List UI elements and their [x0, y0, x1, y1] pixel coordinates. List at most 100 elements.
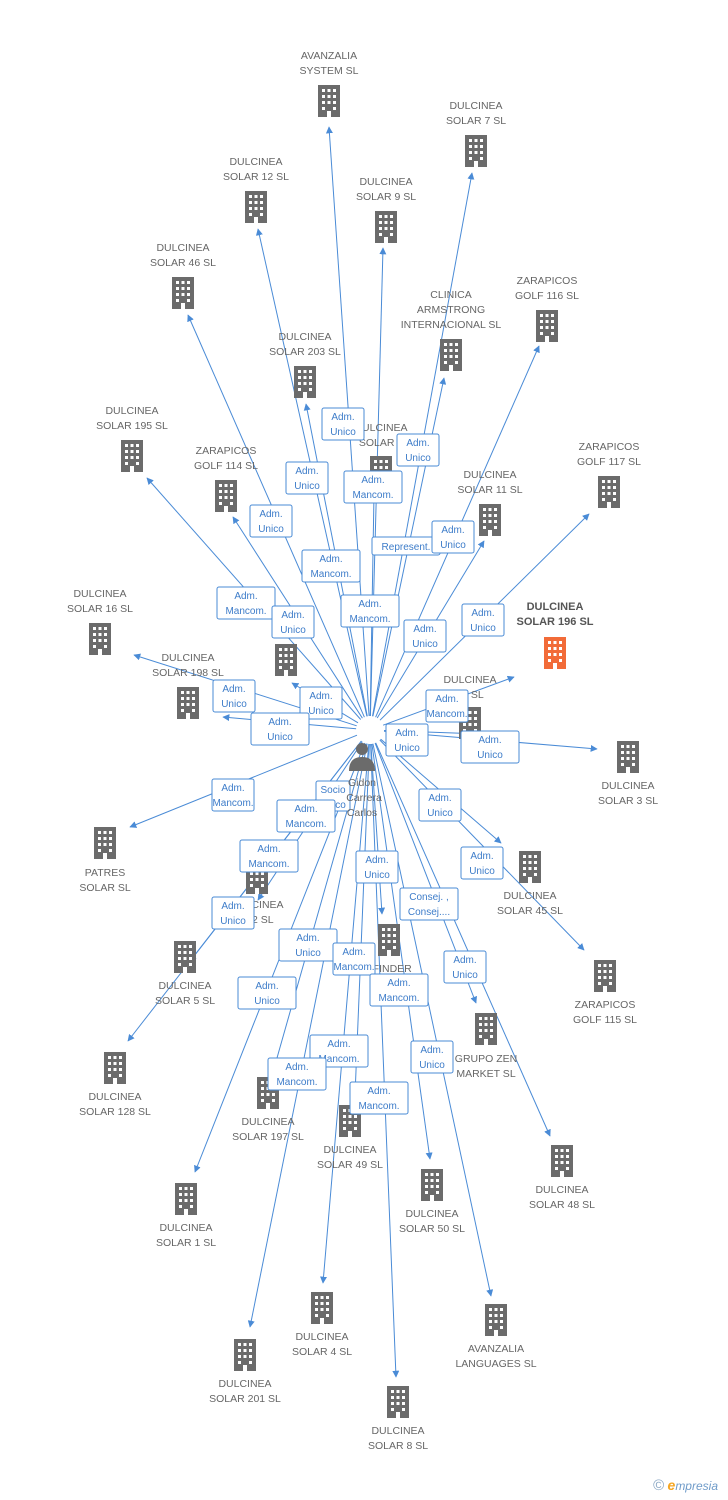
relation-box — [340, 594, 400, 628]
building-icon — [378, 924, 400, 956]
building-icon — [174, 941, 196, 973]
relation-label[interactable]: Adm.Unico — [299, 686, 343, 720]
relation-label[interactable]: Adm.Unico — [355, 850, 399, 884]
relation-label[interactable]: Adm.Mancom. — [301, 549, 361, 583]
relation-text-line: Unico — [221, 699, 247, 710]
relation-label[interactable]: Adm.Unico — [461, 603, 505, 637]
relation-label[interactable]: Adm.Unico — [410, 1040, 454, 1074]
ownership-edge — [320, 743, 370, 1284]
relation-text-line: Adm. — [296, 933, 319, 944]
relation-label[interactable]: Adm.Mancom. — [239, 839, 299, 873]
copyright-symbol: © — [653, 1477, 665, 1494]
building-icon — [617, 741, 639, 773]
relation-box — [403, 619, 447, 653]
relation-label[interactable]: Adm.Unico — [460, 846, 504, 880]
relation-label[interactable]: Adm.Mancom. — [425, 689, 469, 723]
relation-label[interactable]: Adm.Mancom. — [332, 942, 376, 976]
relation-label[interactable]: Adm.Unico — [271, 605, 315, 639]
relation-label[interactable]: Adm.Unico — [443, 950, 487, 984]
relation-label[interactable]: Adm.Unico — [237, 976, 297, 1010]
relation-label[interactable]: Adm.Mancom. — [216, 586, 276, 620]
company-name-line: DULCINEA — [323, 1144, 376, 1156]
company-name-line: GRUPO ZEN — [455, 1053, 517, 1065]
relation-box — [410, 1040, 454, 1074]
relation-text-line: Adm. — [285, 1062, 308, 1073]
relation-label[interactable]: Adm.Unico — [285, 461, 329, 495]
relation-box — [285, 461, 329, 495]
relation-label[interactable]: Adm.Unico — [321, 407, 365, 441]
company-name-line: TFINDER — [366, 963, 412, 975]
building-icon — [294, 366, 316, 398]
relation-label[interactable]: Adm.Unico — [385, 723, 429, 757]
relation-label[interactable]: Adm.Unico — [278, 928, 338, 962]
relation-label[interactable]: Adm.Mancom. — [343, 470, 403, 504]
relation-text-line: Adm. — [255, 981, 278, 992]
relation-label[interactable]: Adm.Mancom. — [211, 778, 255, 812]
relation-box — [418, 788, 462, 822]
relation-label[interactable]: Adm.Unico — [212, 679, 256, 713]
relation-label[interactable]: Adm.Unico — [418, 788, 462, 822]
relation-box — [249, 504, 293, 538]
center-person-node[interactable]: Gidon Carrera Carlos — [346, 743, 382, 819]
relation-label[interactable]: Adm.Unico — [431, 520, 475, 554]
relation-label[interactable]: Adm.Unico — [249, 504, 293, 538]
relation-label[interactable]: Adm.Mancom. — [267, 1057, 327, 1091]
relation-text-line: Adm. — [281, 610, 304, 621]
relation-label[interactable]: Adm.Unico — [250, 712, 310, 746]
ownership-edge — [371, 743, 433, 1160]
relation-text-line: Adm. — [453, 955, 476, 966]
company-name-line: DULCINEA — [156, 242, 209, 254]
company-name-line: DULCINEA — [105, 405, 158, 417]
building-icon — [215, 480, 237, 512]
company-name-line: ZARAPICOS — [579, 441, 640, 453]
relation-label[interactable]: Adm.Unico — [211, 896, 255, 930]
relation-label[interactable]: Consej. ,Consej.... — [399, 887, 459, 921]
building-icon — [121, 440, 143, 472]
relation-label[interactable]: Adm.Mancom. — [340, 594, 400, 628]
relation-text-line: Unico — [220, 916, 246, 927]
relation-label[interactable]: Adm.Mancom. — [276, 799, 336, 833]
relation-label[interactable]: Adm.Unico — [396, 433, 440, 467]
relation-text-line: Consej.... — [408, 907, 450, 918]
relation-box — [385, 723, 429, 757]
relation-label[interactable]: Adm.Unico — [460, 730, 520, 764]
relation-label[interactable]: Adm.Mancom. — [349, 1081, 409, 1115]
company-name-line: DULCINEA — [527, 601, 584, 613]
relation-text-line: Mancom. — [349, 614, 390, 625]
relation-label[interactable]: Represent. — [371, 536, 441, 556]
relation-label[interactable]: Adm.Unico — [403, 619, 447, 653]
relation-label[interactable]: Adm.Mancom. — [369, 973, 429, 1007]
